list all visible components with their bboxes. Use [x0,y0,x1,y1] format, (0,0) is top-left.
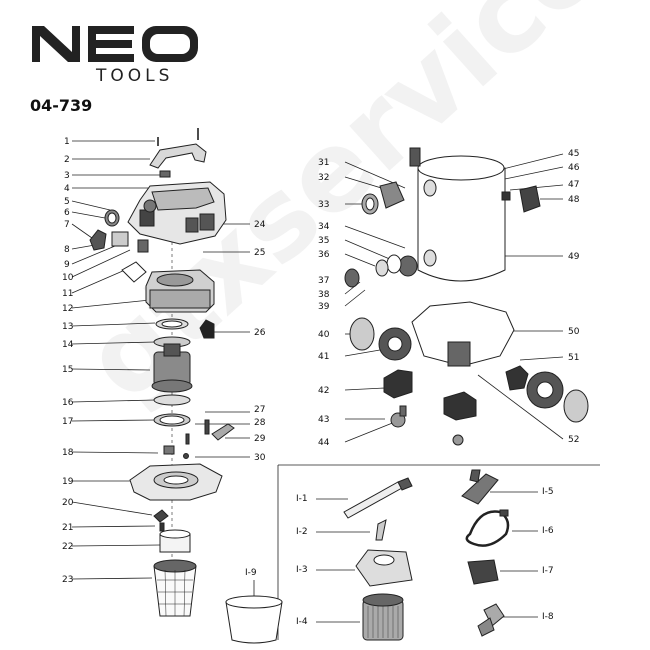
part-label-3: 3 [64,171,70,181]
part-label-31: 31 [318,158,330,168]
part-label-1: 1 [64,137,70,147]
part-label-16: 16 [62,398,74,408]
part-label-22: 22 [62,542,74,552]
part-label-35: 35 [318,236,330,246]
part-label-14: 14 [62,340,74,350]
part-label-12: 12 [62,304,74,314]
accessory-label-i4: I-4 [296,617,308,627]
model-number: 04-739 [30,96,93,115]
part-label-50: 50 [568,327,580,337]
part-label-2: 2 [64,155,70,165]
part-label-11: 11 [62,289,74,299]
accessory-label-i9: I-9 [245,568,257,578]
part-label-42: 42 [318,386,330,396]
part-label-7: 7 [64,220,70,230]
part-label-45: 45 [568,149,580,159]
part-label-32: 32 [318,173,330,183]
part-label-43: 43 [318,415,330,425]
accessory-label-i5: I-5 [542,487,554,497]
part-label-25: 25 [254,248,266,258]
part-label-19: 19 [62,477,74,487]
accessory-label-i7: I-7 [542,566,554,576]
part-label-24: 24 [254,220,266,230]
part-label-44: 44 [318,438,330,448]
part-label-8: 8 [64,245,70,255]
part-label-34: 34 [318,222,330,232]
part-label-52: 52 [568,435,580,445]
part-label-39: 39 [318,302,330,312]
part-label-15: 15 [62,365,74,375]
brand-subtitle: TOOLS [96,66,174,86]
part-label-46: 46 [568,163,580,173]
part-label-47: 47 [568,180,580,190]
part-label-29: 29 [254,434,266,444]
part-label-18: 18 [62,448,74,458]
part-label-27: 27 [254,405,266,415]
accessory-label-i3: I-3 [296,565,308,575]
part-label-26: 26 [254,328,266,338]
part-label-38: 38 [318,290,330,300]
part-label-23: 23 [62,575,74,585]
neo-logo [32,26,198,62]
accessory-label-i8: I-8 [542,612,554,622]
part-label-48: 48 [568,195,580,205]
part-label-4: 4 [64,184,70,194]
accessory-label-i2: I-2 [296,527,308,537]
part-label-41: 41 [318,352,330,362]
accessory-label-i6: I-6 [542,526,554,536]
part-label-30: 30 [254,453,266,463]
part-label-5: 5 [64,197,70,207]
part-label-36: 36 [318,250,330,260]
part-label-21: 21 [62,523,74,533]
part-label-28: 28 [254,418,266,428]
part-label-40: 40 [318,330,330,340]
part-label-51: 51 [568,353,580,363]
part-label-49: 49 [568,252,580,262]
accessory-label-i1: I-1 [296,494,308,504]
part-label-13: 13 [62,322,74,332]
part-label-20: 20 [62,498,74,508]
part-label-17: 17 [62,417,74,427]
part-label-10: 10 [62,273,74,283]
part-label-37: 37 [318,276,330,286]
part-label-9: 9 [64,260,70,270]
part-label-33: 33 [318,200,330,210]
part-label-6: 6 [64,208,70,218]
